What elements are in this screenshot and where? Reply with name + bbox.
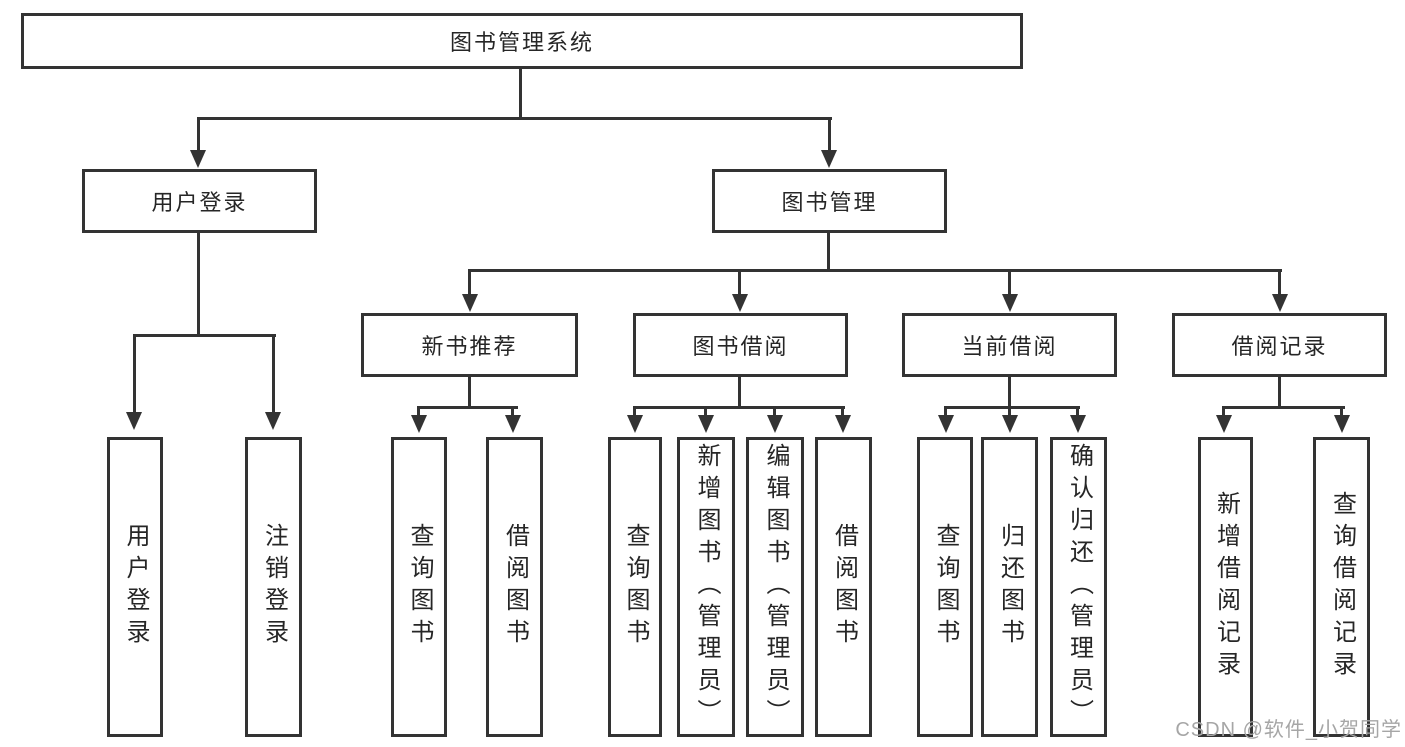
- leaf-query-borrow-record: 查询借阅记录: [1313, 437, 1370, 737]
- connector-vline: [468, 269, 471, 296]
- connector-vline: [272, 334, 275, 414]
- connector-hline: [944, 406, 1080, 409]
- connector-vline: [1008, 377, 1011, 408]
- csdn-watermark: CSDN @软件_小贺同学: [1175, 719, 1402, 741]
- node-label: 图书管理: [781, 190, 878, 215]
- leaf-confirm-return-admin: 确认归还（管理员）: [1050, 437, 1107, 737]
- arrow-down-icon: [1070, 415, 1086, 433]
- connector-vline: [828, 117, 831, 152]
- arrow-down-icon: [938, 415, 954, 433]
- connector-vline: [197, 117, 200, 152]
- node-label: 图书管理系统: [449, 30, 594, 55]
- leaf-label: 借阅图书: [830, 523, 858, 651]
- connector-vline: [633, 406, 636, 418]
- arrow-down-icon: [732, 294, 748, 312]
- leaf-query-books-borrow: 查询图书: [608, 437, 662, 737]
- arrow-down-icon: [126, 412, 142, 430]
- connector-hline: [468, 269, 1282, 272]
- connector-hline: [197, 117, 832, 120]
- arrow-down-icon: [265, 412, 281, 430]
- connector-vline: [827, 233, 830, 272]
- node-library-management-system: 图书管理系统: [21, 13, 1023, 69]
- leaf-label: 查询图书: [622, 523, 649, 651]
- node-new-book-recommendation: 新书推荐: [361, 313, 578, 377]
- node-label: 新书推荐: [421, 334, 518, 359]
- leaf-edit-book-admin: 编辑图书（管理员）: [746, 437, 804, 737]
- leaf-label: 查询图书: [406, 523, 433, 651]
- node-user-login: 用户登录: [82, 169, 317, 233]
- leaf-return-book: 归还图书: [981, 437, 1038, 737]
- leaf-label: 新增借阅记录: [1212, 491, 1240, 683]
- connector-vline: [738, 269, 741, 296]
- connector-vline: [133, 334, 136, 414]
- arrow-down-icon: [1334, 415, 1350, 433]
- leaf-logout: 注销登录: [245, 437, 302, 737]
- leaf-label: 归还图书: [996, 523, 1024, 651]
- arrow-down-icon: [462, 294, 478, 312]
- leaf-add-book-admin: 新增图书（管理员）: [677, 437, 735, 737]
- connector-vline: [944, 406, 947, 418]
- node-book-management: 图书管理: [712, 169, 947, 233]
- leaf-label: 查询图书: [932, 523, 959, 651]
- connector-hline: [417, 406, 518, 409]
- connector-vline: [1278, 377, 1281, 408]
- arrow-down-icon: [1216, 415, 1232, 433]
- connector-vline: [1340, 406, 1343, 418]
- connector-vline: [841, 406, 844, 418]
- node-label: 用户登录: [151, 190, 248, 215]
- arrow-down-icon: [1272, 294, 1288, 312]
- leaf-query-books-current: 查询图书: [917, 437, 973, 737]
- leaf-user-login: 用户登录: [107, 437, 163, 737]
- connector-hline: [133, 334, 276, 337]
- node-current-borrowing: 当前借阅: [902, 313, 1117, 377]
- arrow-down-icon: [627, 415, 643, 433]
- node-borrowing-records: 借阅记录: [1172, 313, 1387, 377]
- leaf-borrow-books: 借阅图书: [815, 437, 872, 737]
- leaf-label: 用户登录: [122, 523, 149, 651]
- connector-vline: [738, 377, 741, 408]
- leaf-label: 确认归还（管理员）: [1065, 443, 1093, 731]
- arrow-down-icon: [835, 415, 851, 433]
- arrow-down-icon: [505, 415, 521, 433]
- leaf-label: 注销登录: [260, 523, 288, 651]
- connector-vline: [468, 377, 471, 408]
- node-book-borrowing: 图书借阅: [633, 313, 848, 377]
- node-label: 当前借阅: [961, 334, 1058, 359]
- connector-vline: [1076, 406, 1079, 418]
- arrow-down-icon: [821, 150, 837, 168]
- connector-hline: [1222, 406, 1345, 409]
- leaf-label: 查询借阅记录: [1328, 491, 1356, 683]
- leaf-borrow-books-recommend: 借阅图书: [486, 437, 543, 737]
- node-label: 图书借阅: [692, 334, 789, 359]
- arrow-down-icon: [698, 415, 714, 433]
- connector-vline: [197, 233, 200, 336]
- arrow-down-icon: [1002, 415, 1018, 433]
- arrow-down-icon: [1002, 294, 1018, 312]
- connector-vline: [773, 406, 776, 418]
- connector-vline: [511, 406, 514, 418]
- connector-vline: [1008, 269, 1011, 296]
- leaf-label: 新增图书（管理员）: [693, 443, 720, 731]
- connector-vline: [417, 406, 420, 418]
- connector-vline: [1222, 406, 1225, 418]
- connector-vline: [704, 406, 707, 418]
- arrow-down-icon: [411, 415, 427, 433]
- connector-vline: [1278, 269, 1281, 296]
- node-label: 借阅记录: [1231, 334, 1328, 359]
- leaf-label: 借阅图书: [501, 523, 529, 651]
- connector-vline: [1008, 406, 1011, 418]
- leaf-label: 编辑图书（管理员）: [762, 443, 789, 731]
- leaf-add-borrow-record: 新增借阅记录: [1198, 437, 1253, 737]
- arrow-down-icon: [190, 150, 206, 168]
- connector-hline: [633, 406, 845, 409]
- leaf-query-books-recommend: 查询图书: [391, 437, 447, 737]
- connector-vline: [519, 69, 522, 120]
- arrow-down-icon: [767, 415, 783, 433]
